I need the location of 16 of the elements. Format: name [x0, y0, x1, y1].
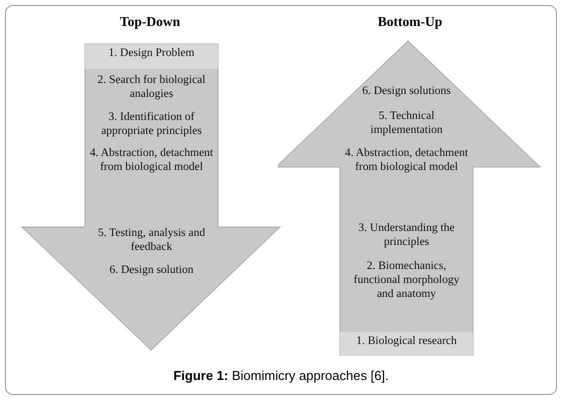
step-text: 4. Abstraction, detachment from biological model: [85, 144, 218, 192]
up-arrow-shape: [278, 14, 542, 358]
figure-caption: Figure 1: Biomimicry approaches [6].: [172, 368, 390, 383]
step-text: 6. Design solution: [85, 261, 218, 283]
step-text: 6. Design solutions: [340, 82, 473, 104]
step-text: 1. Biological research: [340, 332, 473, 355]
arrow-heading: Bottom-Up: [376, 14, 444, 30]
step-text: 5. Technical implementation: [340, 107, 473, 141]
arrow-heading: Top-Down: [118, 14, 182, 30]
step-text: 5. Testing, analysis and feedback: [85, 224, 218, 258]
step-text: 2. Search for biological analogies: [85, 71, 218, 105]
step-text: 1. Design Problem: [85, 44, 218, 69]
step-text: 3. Understanding the principles: [340, 219, 473, 253]
step-text: 2. Biomechanics, functional morphology and anatomy: [340, 257, 473, 305]
step-text: 4. Abstraction, detachment from biological model: [340, 144, 473, 192]
step-text: 3. Identification of appropriate principles: [85, 108, 218, 142]
